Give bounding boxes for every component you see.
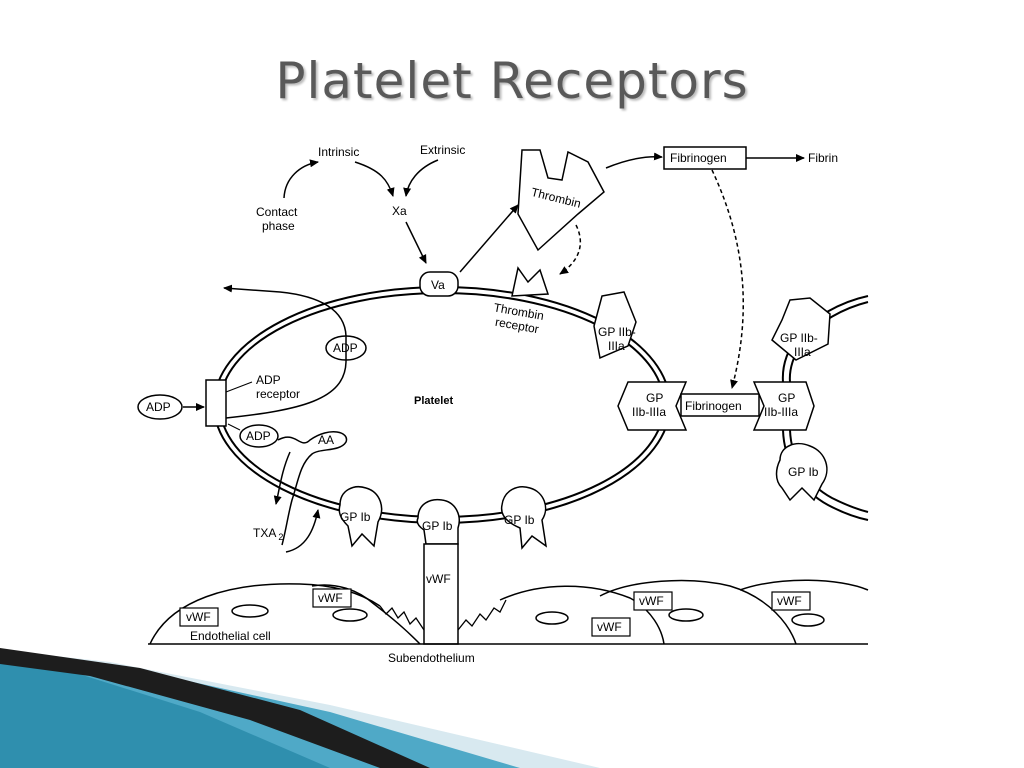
adp-external <box>137 394 183 420</box>
xa-to-va-arrow <box>405 221 427 264</box>
vwf-box-2 <box>312 588 352 608</box>
vwf-box-4 <box>591 617 631 637</box>
xa-label: Xa <box>392 204 407 218</box>
gp-ib-label-3: GP Ib <box>504 513 535 527</box>
vwf-box-1 <box>179 607 219 627</box>
gp-ib-label-1: GP Ib <box>340 510 371 524</box>
aa-to-txa2-arrow <box>273 451 291 505</box>
nucleus-1 <box>231 604 269 618</box>
gp-iib-iiia-label-2: GP IIb-IIIa <box>632 391 666 419</box>
adp-external-label: ADP <box>146 400 171 414</box>
vwf-box-3 <box>633 591 673 611</box>
contact-phase-label: Contact phase <box>256 205 301 233</box>
vwf-label-1: vWF <box>186 610 211 624</box>
intrinsic-to-xa-arrow <box>354 161 395 197</box>
vwf-column-label: vWF <box>426 572 451 586</box>
va-to-thrombin-arrow <box>459 204 519 273</box>
gp-ib-receptor-2 <box>416 498 460 545</box>
adp-internal-2 <box>239 424 279 448</box>
vwf-label-5: vWF <box>777 594 802 608</box>
fibrin-label: Fibrin <box>808 151 838 165</box>
thrombin-receptor-label: Thrombin receptor <box>490 300 548 337</box>
endothelial-cell-1 <box>149 583 381 645</box>
fibrinogen-label-top: Fibrinogen <box>670 151 727 165</box>
gp-iib-iiia-receptor-1 <box>593 291 637 360</box>
endothelial-cell-5 <box>739 579 869 591</box>
adp-release-arrow <box>223 284 347 419</box>
va-factor <box>419 271 459 297</box>
adp-internal-2-label: ADP <box>246 429 271 443</box>
intrinsic-label: Intrinsic <box>318 145 359 159</box>
gp-iib-iiia-receptor-2 <box>617 381 688 431</box>
cell-junction-right <box>457 599 507 631</box>
gp-ib-label-4: GP Ib <box>788 465 819 479</box>
fibrinogen-bridge-box <box>680 393 760 417</box>
gp-iib-iiia-receptor-4 <box>771 297 831 361</box>
nucleus-3 <box>535 611 569 625</box>
contact-to-intrinsic-arrow <box>283 159 319 199</box>
thrombin-receptor-shape <box>511 266 550 297</box>
gp-iib-iiia-label-3: GP IIb-IIIa <box>764 391 798 419</box>
vwf-column <box>423 543 459 645</box>
gp-ib-label-2: GP Ib <box>422 519 453 533</box>
adp-2-connector <box>227 423 241 431</box>
slide-title: Platelet Receptors <box>275 52 749 110</box>
adp-receptor-label: ADP receptor <box>256 373 300 401</box>
adp-receptor-leader <box>225 381 253 393</box>
gp-ib-receptor-4 <box>775 442 828 502</box>
gp-ib-receptor-3 <box>500 486 548 550</box>
gp-iib-iiia-label-1: GP IIb- IIIa <box>598 325 639 353</box>
vwf-box-5 <box>771 591 811 611</box>
va-label: Va <box>431 278 445 292</box>
thrombin-to-fibrinogen-arrow <box>605 152 663 169</box>
txa2-feedback-arrow <box>285 509 321 553</box>
adp-receptor-shape <box>205 379 227 427</box>
extrinsic-to-xa-arrow <box>403 159 439 197</box>
endothelial-cell-2 <box>311 584 421 645</box>
fibrinogen-label-bridge: Fibrinogen <box>685 399 742 413</box>
nucleus-5 <box>791 613 825 627</box>
gp-iib-iiia-receptor-3 <box>752 381 815 431</box>
thrombin-shape <box>517 149 605 252</box>
endothelial-cell-label: Endothelial cell <box>190 629 271 643</box>
vwf-label-4: vWF <box>597 620 622 634</box>
aa-pathway <box>277 431 348 546</box>
cell-junction-left <box>379 605 425 631</box>
vwf-label-2: vWF <box>318 591 343 605</box>
gp-iib-iiia-label-4: GP IIb- IIIa <box>780 331 821 359</box>
subendothelium-label: Subendothelium <box>388 651 475 665</box>
endothelial-cell-4 <box>599 579 797 645</box>
gp-ib-receptor-1 <box>338 486 383 548</box>
aa-label: AA <box>318 433 334 447</box>
endothelial-cell-3 <box>499 585 665 645</box>
thrombin-binding-arrow <box>559 224 581 275</box>
fibrinogen-bridge-arrow <box>711 169 744 389</box>
platelet-label: Platelet <box>414 395 453 407</box>
nucleus-2 <box>332 608 368 622</box>
nucleus-4 <box>668 608 704 622</box>
extrinsic-label: Extrinsic <box>420 143 465 157</box>
vwf-label-3: vWF <box>639 594 664 608</box>
